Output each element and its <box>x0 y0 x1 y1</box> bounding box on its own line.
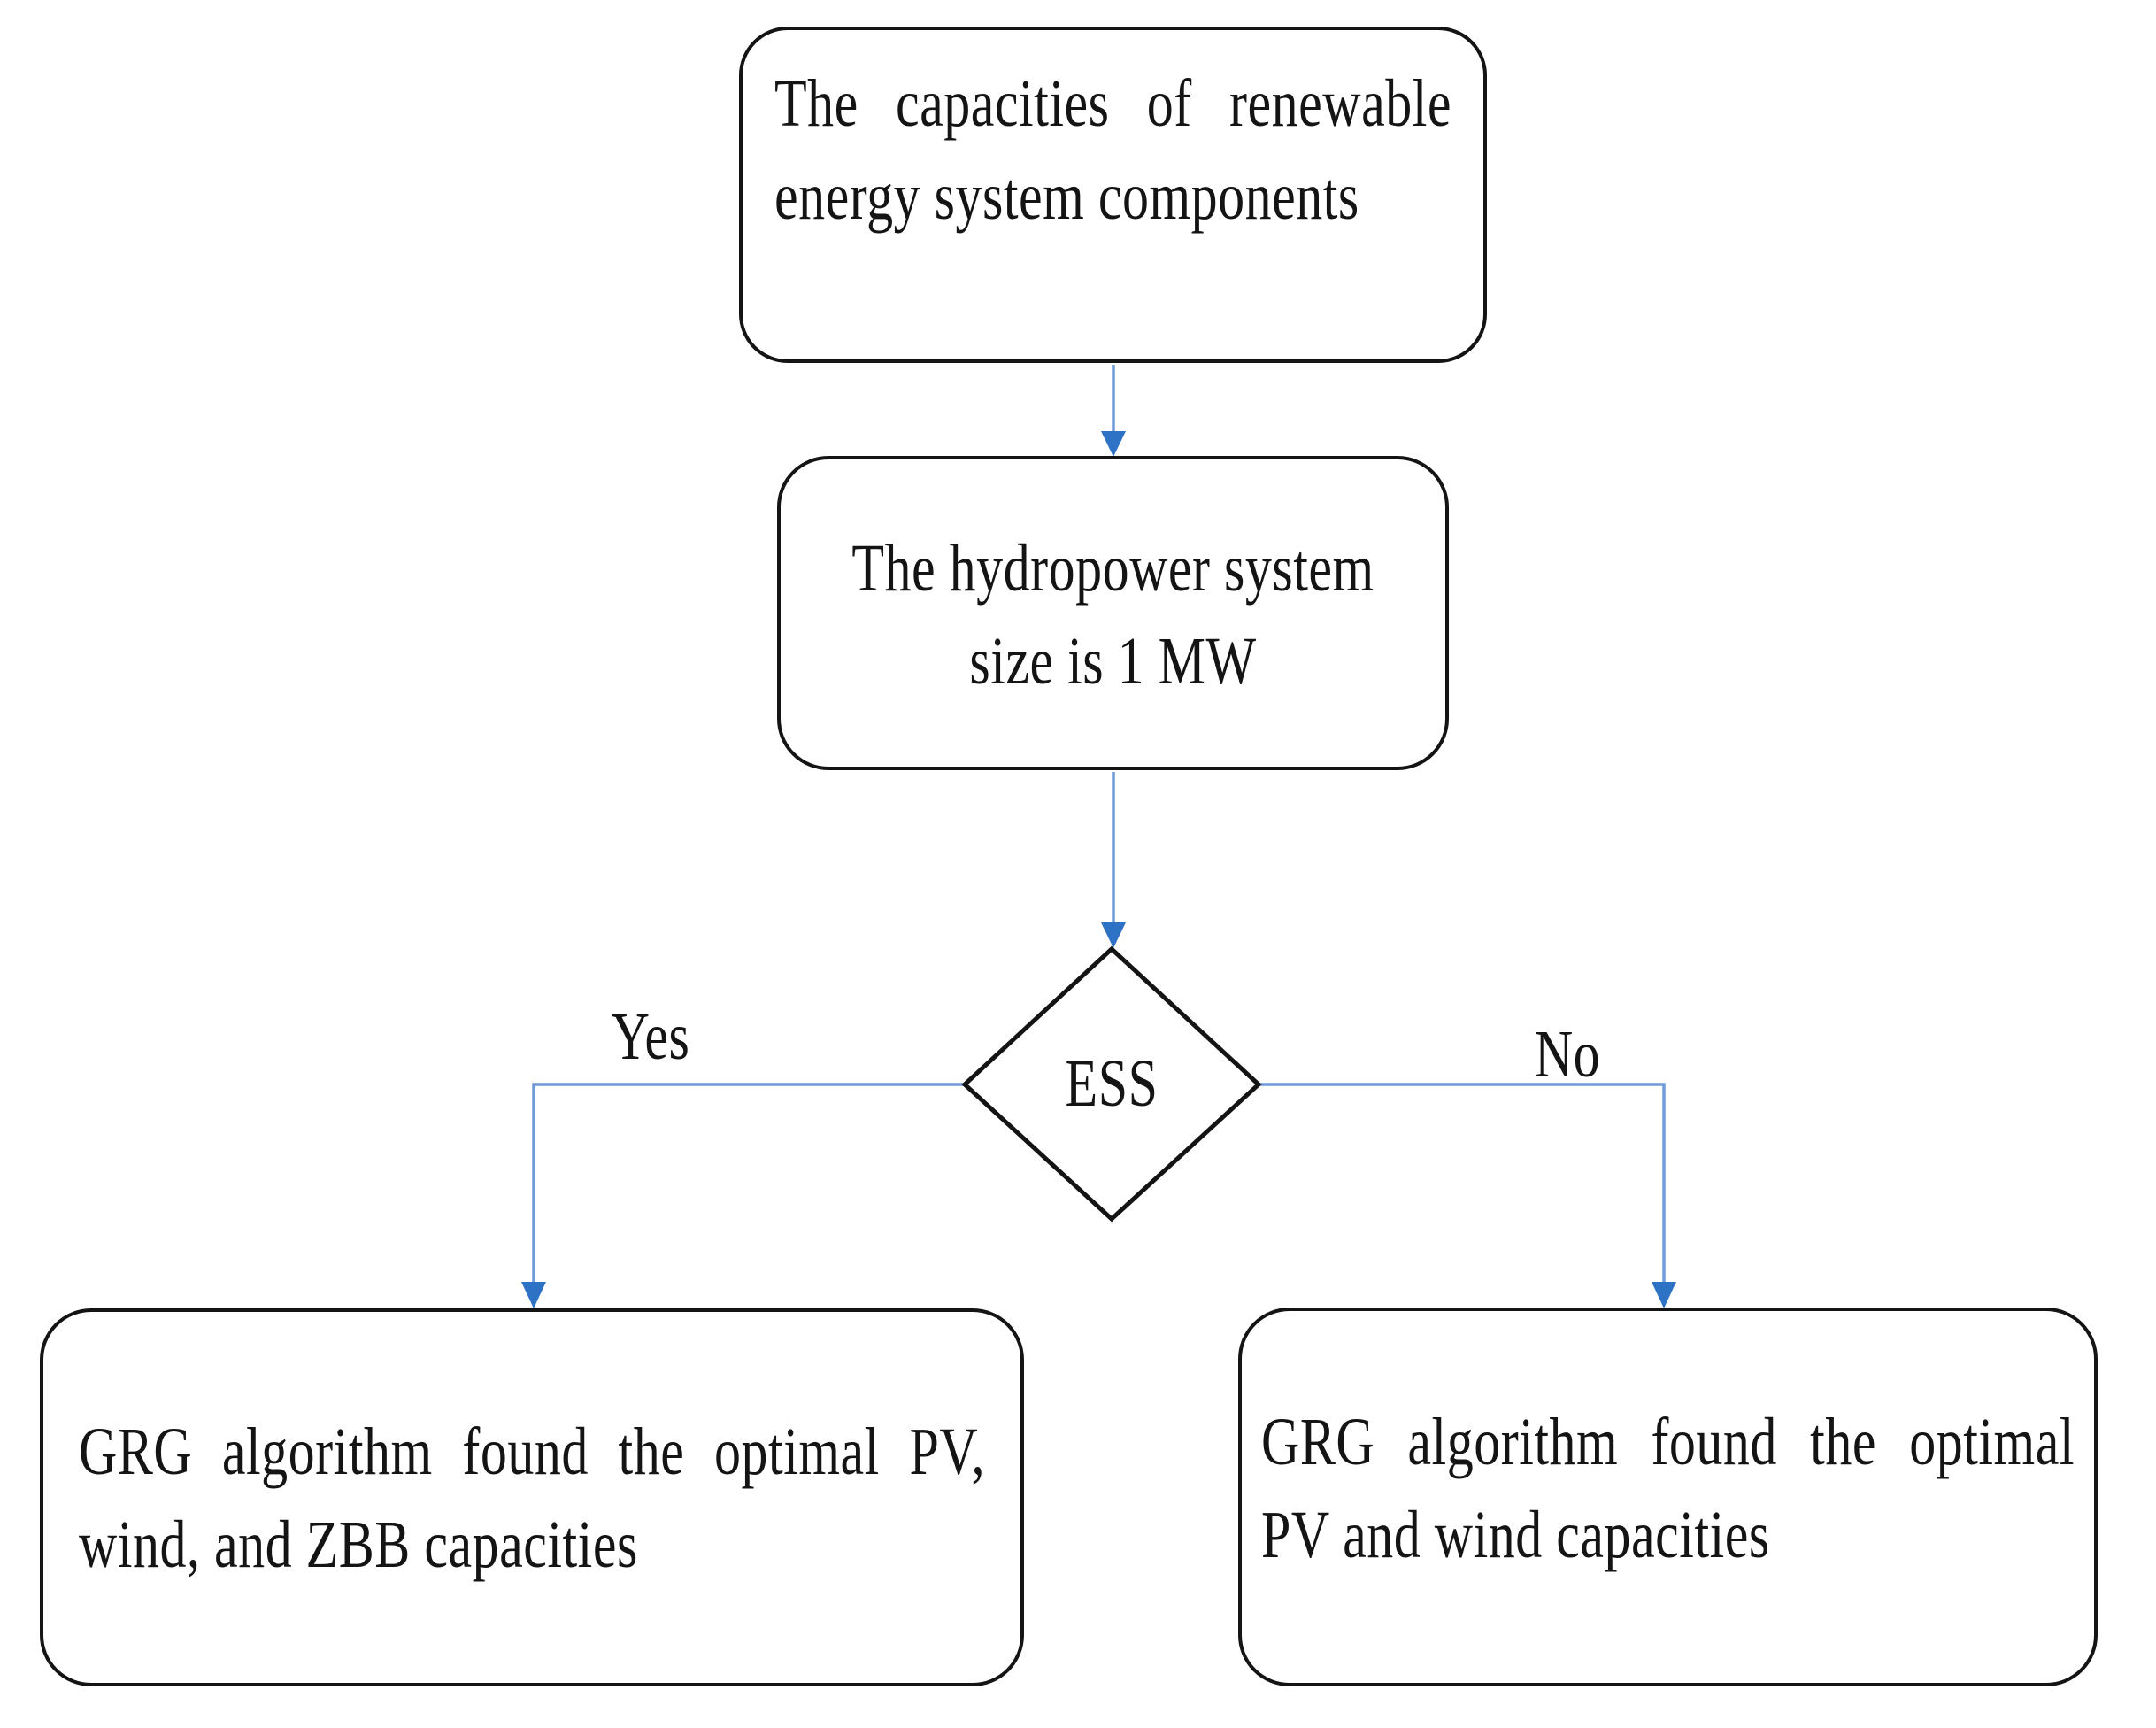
start-node-text: The capacities of renewable energy syste… <box>774 66 1451 234</box>
outcome-no-node-text: GRG algorithm found the optimal PV and w… <box>1261 1404 2075 1572</box>
outcome-yes-node-text: GRG algorithm found the optimal PV, wind… <box>79 1414 985 1582</box>
hydropower-node-text: The hydropower system size is 1 MW <box>851 530 1374 698</box>
arrow-start-to-hydropower <box>1101 365 1126 457</box>
ess-decision-diamond <box>961 945 1262 1223</box>
connector-line <box>1259 1083 1666 1282</box>
outcome-yes-node: GRG algorithm found the optimal PV, wind… <box>40 1308 1024 1686</box>
arrow-no-branch <box>1259 1083 1676 1308</box>
arrowhead-down-icon <box>1101 922 1126 948</box>
no-branch-label: No <box>1534 1016 1601 1092</box>
yes-branch-label: Yes <box>611 999 690 1074</box>
outcome-no-node: GRG algorithm found the optimal PV and w… <box>1238 1308 2098 1686</box>
arrowhead-down-icon <box>1652 1282 1676 1308</box>
arrow-yes-branch <box>521 1083 965 1308</box>
hydropower-node: The hydropower system size is 1 MW <box>777 456 1449 770</box>
ess-decision-label: ESS <box>1065 1045 1159 1121</box>
arrowhead-down-icon <box>521 1282 546 1308</box>
arrowhead-down-icon <box>1101 431 1126 457</box>
connector-line <box>532 1083 965 1282</box>
start-node: The capacities of renewable energy syste… <box>739 27 1487 363</box>
arrow-hydropower-to-decision <box>1101 772 1126 948</box>
